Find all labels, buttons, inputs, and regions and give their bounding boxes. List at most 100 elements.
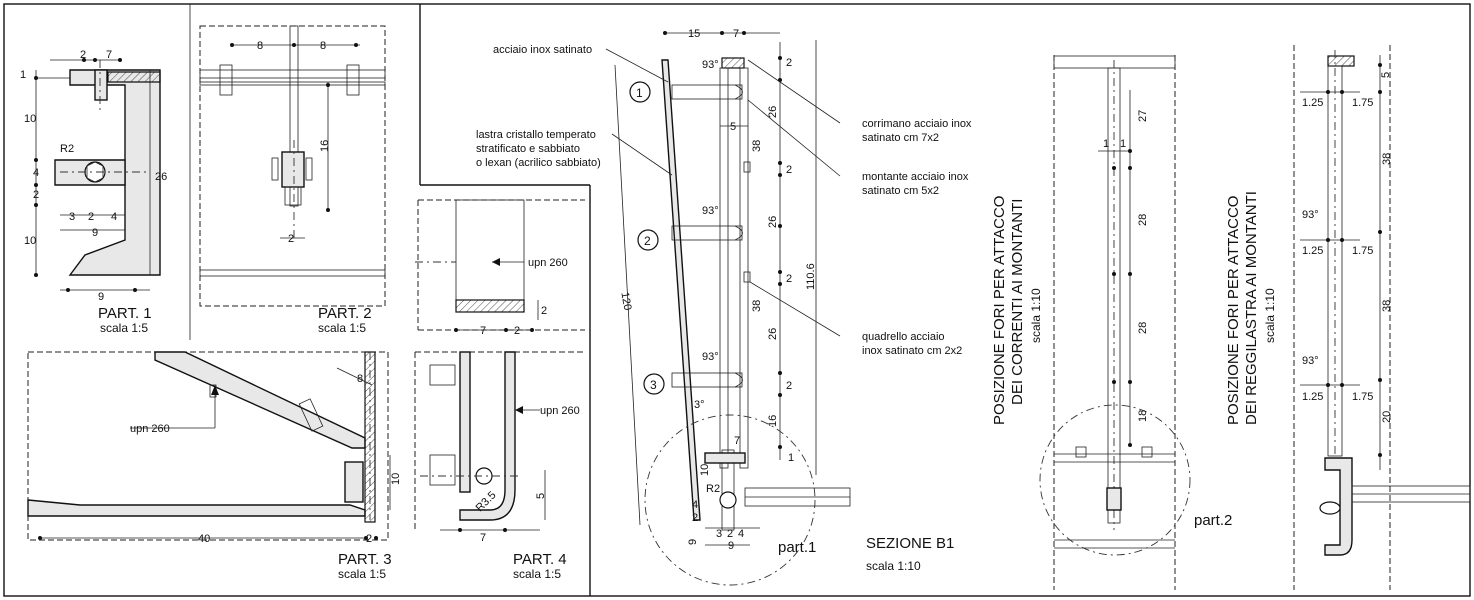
part1-dim-4: 4 [33, 167, 39, 179]
section-dim-1: 1 [788, 452, 794, 464]
section-scale: scala 1:10 [866, 559, 921, 573]
section-angle-3: 3° [694, 399, 705, 411]
reggi-dim-5: 5 [1380, 72, 1392, 78]
section-dim-r2: R2 [706, 483, 720, 495]
section-dim-26c: 26 [767, 328, 779, 340]
section-dim-4b: 4 [738, 528, 744, 540]
callout-post-1: montante acciaio inox [862, 171, 969, 183]
part1-dim-1: 1 [20, 69, 26, 81]
section-dim-9h: 9 [728, 540, 734, 552]
part3-dim-40: 40 [198, 533, 210, 545]
upn-dim-2a: 2 [514, 325, 520, 337]
part3-dim-8: 8 [357, 373, 363, 385]
part1-dim-4b: 4 [111, 211, 117, 223]
section-dim-38a: 38 [751, 140, 763, 152]
posts-detail-label: part.2 [1194, 512, 1232, 529]
part1-dim-2c: 2 [88, 211, 94, 223]
section-dim-3: 3 [716, 528, 722, 540]
reggi-dim-125b: 1.25 [1302, 245, 1323, 257]
callout-glass-2: stratificato e sabbiato [476, 143, 580, 155]
part2-title: PART. 2 [318, 305, 372, 322]
callout-handrail-1: corrimano acciaio inox [862, 118, 972, 130]
posts-detail [1039, 55, 1191, 590]
section-dim-9v: 9 [687, 539, 699, 545]
callout-post-2: satinato cm 5x2 [862, 185, 939, 197]
section-angle-93b: 93° [702, 205, 719, 217]
upn-dim-2b: 2 [541, 305, 547, 317]
reggi-angle-93b: 93° [1302, 355, 1319, 367]
section-dim-110-6: 110.6 [805, 263, 817, 290]
posts-title-2: DEI CORRENTI AI MONTANTI [1009, 199, 1026, 405]
part1-scale: scala 1:5 [100, 321, 148, 335]
reggi-angle-93a: 93° [1302, 209, 1319, 221]
sheet-border [3, 3, 1471, 597]
section-dim-5: 5 [730, 121, 736, 133]
section-dim-2e: 2 [692, 512, 698, 524]
part3-title: PART. 3 [338, 551, 392, 568]
part1-title: PART. 1 [98, 305, 152, 322]
part3-dim-2: 2 [366, 533, 372, 545]
marker-2: 2 [644, 234, 651, 248]
part2-dim-8b: 8 [320, 40, 326, 52]
section-dim-16: 16 [767, 415, 779, 427]
part1-dim-10b: 10 [24, 235, 36, 247]
part3-scale: scala 1:5 [338, 567, 386, 581]
posts-dim-18: 18 [1137, 410, 1149, 422]
section-angle-93a: 93° [702, 59, 719, 71]
part1-detail [34, 58, 161, 292]
posts-dim-1a: 1 [1103, 138, 1109, 150]
section-dim-26a: 26 [767, 106, 779, 118]
part3-label-upn: upn 260 [130, 423, 170, 435]
callout-glass-1: lastra cristallo temperato [476, 129, 596, 141]
marker-1: 1 [636, 86, 643, 100]
part3-frame [27, 351, 389, 541]
callout-handrail-2: satinato cm 7x2 [862, 132, 939, 144]
section-dim-38b: 38 [751, 300, 763, 312]
part1-dim-2: 2 [80, 49, 86, 61]
reggi-title-1: POSIZIONE FORI PER ATTACCO [1225, 196, 1242, 425]
reggi-dim-175c: 1.75 [1352, 391, 1373, 403]
reggi-dim-175b: 1.75 [1352, 245, 1373, 257]
section-b1-detail [605, 31, 851, 586]
section-dim-2b: 2 [786, 164, 792, 176]
part3-dim-10: 10 [390, 473, 402, 485]
section-dim-2a: 2 [786, 57, 792, 69]
part1-dim-26: 26 [155, 171, 167, 183]
section-dim-15: 15 [688, 28, 700, 40]
part4-dim-7: 7 [480, 532, 486, 544]
part1-dim-2b: 2 [33, 189, 39, 201]
part2-detail [199, 25, 386, 277]
part1-dim-r2: R2 [60, 143, 74, 155]
upn-dim-7: 7 [480, 325, 486, 337]
section-detail-label: part.1 [778, 539, 816, 556]
part2-dim-2: 2 [288, 233, 294, 245]
section-dim-7: 7 [733, 28, 739, 40]
posts-dim-28b: 28 [1137, 322, 1149, 334]
part2-scale: scala 1:5 [318, 321, 366, 335]
part1-dim-9b: 9 [98, 291, 104, 303]
callout-bar-2: inox satinato cm 2x2 [862, 345, 962, 357]
section-title: SEZIONE B1 [866, 535, 954, 552]
section-angle-93c: 93° [702, 351, 719, 363]
part4-detail [414, 351, 585, 532]
part1-dim-7: 7 [106, 49, 112, 61]
callout-glass-3: o lexan (acrilico sabbiato) [476, 157, 601, 169]
section-dim-2d: 2 [786, 380, 792, 392]
part2-dim-16: 16 [319, 140, 331, 152]
section-dim-7b: 7 [734, 435, 740, 447]
reggi-detail [1293, 45, 1471, 590]
callout-steel: acciaio inox satinato [493, 44, 592, 56]
section-dim-10: 10 [699, 464, 711, 476]
posts-dim-28a: 28 [1137, 214, 1149, 226]
marker-3: 3 [650, 378, 657, 392]
part4-scale: scala 1:5 [513, 567, 561, 581]
reggi-dim-125c: 1.25 [1302, 391, 1323, 403]
part4-label-upn: upn 260 [540, 405, 580, 417]
posts-scale: scala 1:10 [1029, 288, 1043, 343]
reggi-dim-125a: 1.25 [1302, 97, 1323, 109]
part4-dim-5: 5 [535, 493, 547, 499]
section-dim-2f: 2 [727, 528, 733, 540]
part4-title: PART. 4 [513, 551, 567, 568]
